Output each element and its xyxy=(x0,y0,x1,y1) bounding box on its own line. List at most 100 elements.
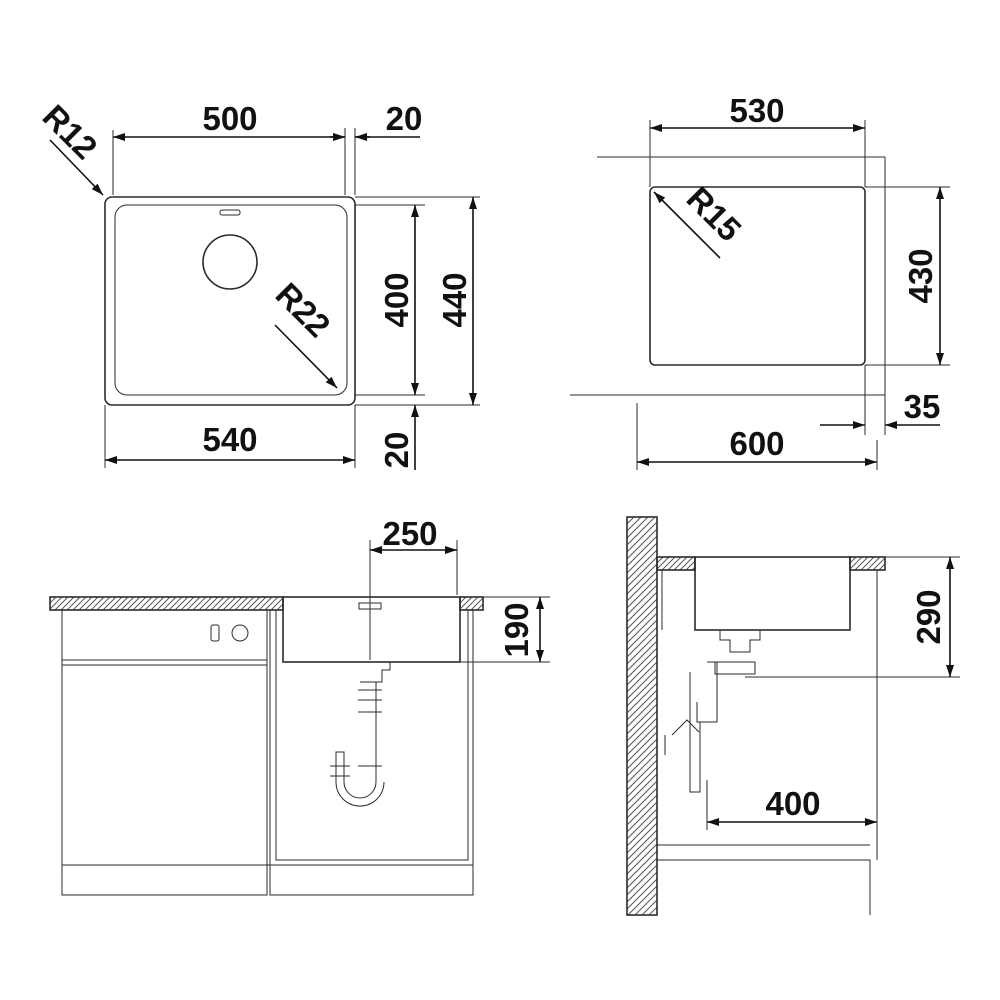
hatch-line xyxy=(641,899,658,916)
hatch-line xyxy=(464,596,479,611)
hatch-line xyxy=(626,710,658,742)
hatch-line xyxy=(84,596,99,611)
front-view: 250 190 xyxy=(49,515,550,896)
hatch-line xyxy=(216,596,231,611)
sink-bowl-section xyxy=(282,596,461,663)
hatch-line xyxy=(246,596,261,611)
hatch-line xyxy=(626,535,658,567)
dim-depth-outer: 440 xyxy=(436,272,473,327)
hatch-line xyxy=(626,822,658,854)
hatch-line xyxy=(156,596,171,611)
hatch-line xyxy=(120,596,135,611)
hatch-line xyxy=(626,647,658,679)
dim-width-inner: 500 xyxy=(202,100,257,137)
hatch-line xyxy=(626,528,658,560)
dim-cabinet-width: 600 xyxy=(729,425,784,462)
hatch-line xyxy=(626,808,658,840)
hatch-line xyxy=(96,596,111,611)
hatch-line xyxy=(198,596,213,611)
hatch-line xyxy=(626,850,658,882)
hatch-line xyxy=(626,794,658,826)
hatch-line xyxy=(626,759,658,791)
hatch-line xyxy=(626,766,658,798)
hatch-line xyxy=(648,906,658,916)
hatch-line xyxy=(872,557,886,571)
hatch-line xyxy=(673,556,688,571)
hatch-line xyxy=(626,717,658,749)
hatch-line xyxy=(626,661,658,693)
hatch-line xyxy=(626,738,658,770)
hatch-line xyxy=(222,596,237,611)
hatch-line xyxy=(626,745,658,777)
hatch-line xyxy=(626,584,658,616)
hatch-line xyxy=(240,596,255,611)
hatch-line xyxy=(60,596,75,611)
hatch-line xyxy=(626,570,658,602)
hatch-line xyxy=(459,596,467,604)
dim-drain-offset: 250 xyxy=(382,515,437,552)
hatch-line xyxy=(878,563,886,571)
hatch-line xyxy=(626,591,658,623)
hatch-line xyxy=(849,556,857,564)
side-siphon xyxy=(664,629,761,793)
hatch-line xyxy=(626,633,658,665)
sink-cabinet xyxy=(269,610,474,896)
hatch-line xyxy=(210,596,225,611)
sink-bowl-outline xyxy=(114,204,348,396)
hatch-line xyxy=(849,556,863,570)
top-view: 500 20 R12 R22 400 440 20 540 xyxy=(36,97,480,470)
hatch-line xyxy=(860,556,875,571)
hatch-line xyxy=(192,596,207,611)
hatch-line xyxy=(626,689,658,721)
dim-cutout-depth: 430 xyxy=(902,248,939,303)
hatch-line xyxy=(626,815,658,847)
hatch-line xyxy=(114,596,129,611)
hatch-line xyxy=(626,516,635,525)
sink-outer-outline xyxy=(104,196,356,406)
hatch-line xyxy=(656,556,670,570)
hatch-line xyxy=(626,640,658,672)
hatch-line xyxy=(626,857,658,889)
dim-rim-bottom: 20 xyxy=(378,432,415,469)
hatch-line xyxy=(459,596,473,610)
hatch-line xyxy=(667,556,682,571)
hatch-line xyxy=(138,596,153,611)
hatch-line xyxy=(626,516,656,546)
drain-hole xyxy=(202,234,258,290)
cutout-outline xyxy=(649,186,866,366)
hatch-line xyxy=(626,516,642,532)
hatch-line xyxy=(626,654,658,686)
wall xyxy=(626,516,658,916)
dishwasher xyxy=(61,609,268,896)
hatch-line xyxy=(626,563,658,595)
hatch-line xyxy=(627,885,658,916)
hatch-line xyxy=(49,596,63,610)
hatch-line xyxy=(661,556,676,571)
hatch-line xyxy=(228,596,243,611)
hatch-line xyxy=(54,596,69,611)
dim-cutout-width: 530 xyxy=(729,92,784,129)
hatch-line xyxy=(626,612,658,644)
side-view: 290 400 xyxy=(626,516,960,916)
hatch-line xyxy=(626,626,658,658)
hatch-line xyxy=(626,675,658,707)
dim-cutout-radius: R15 xyxy=(680,179,749,248)
hatch-line xyxy=(626,752,658,784)
hatch-line xyxy=(626,731,658,763)
hatch-line xyxy=(626,542,658,574)
dim-width-outer: 540 xyxy=(202,421,257,458)
dim-rim-right: 20 xyxy=(386,100,423,137)
hatch-line xyxy=(476,603,484,611)
dim-radius-inner: R22 xyxy=(269,275,338,344)
hatch-line xyxy=(276,603,284,611)
dim-drain-distance: 400 xyxy=(765,785,820,822)
control-knob xyxy=(231,624,249,642)
hatch-line xyxy=(626,780,658,812)
hatch-line xyxy=(626,549,658,581)
hatch-line xyxy=(258,596,273,611)
hatch-line xyxy=(626,668,658,700)
hatch-line xyxy=(854,556,869,571)
hatch-line xyxy=(180,596,195,611)
hatch-line xyxy=(626,521,658,553)
